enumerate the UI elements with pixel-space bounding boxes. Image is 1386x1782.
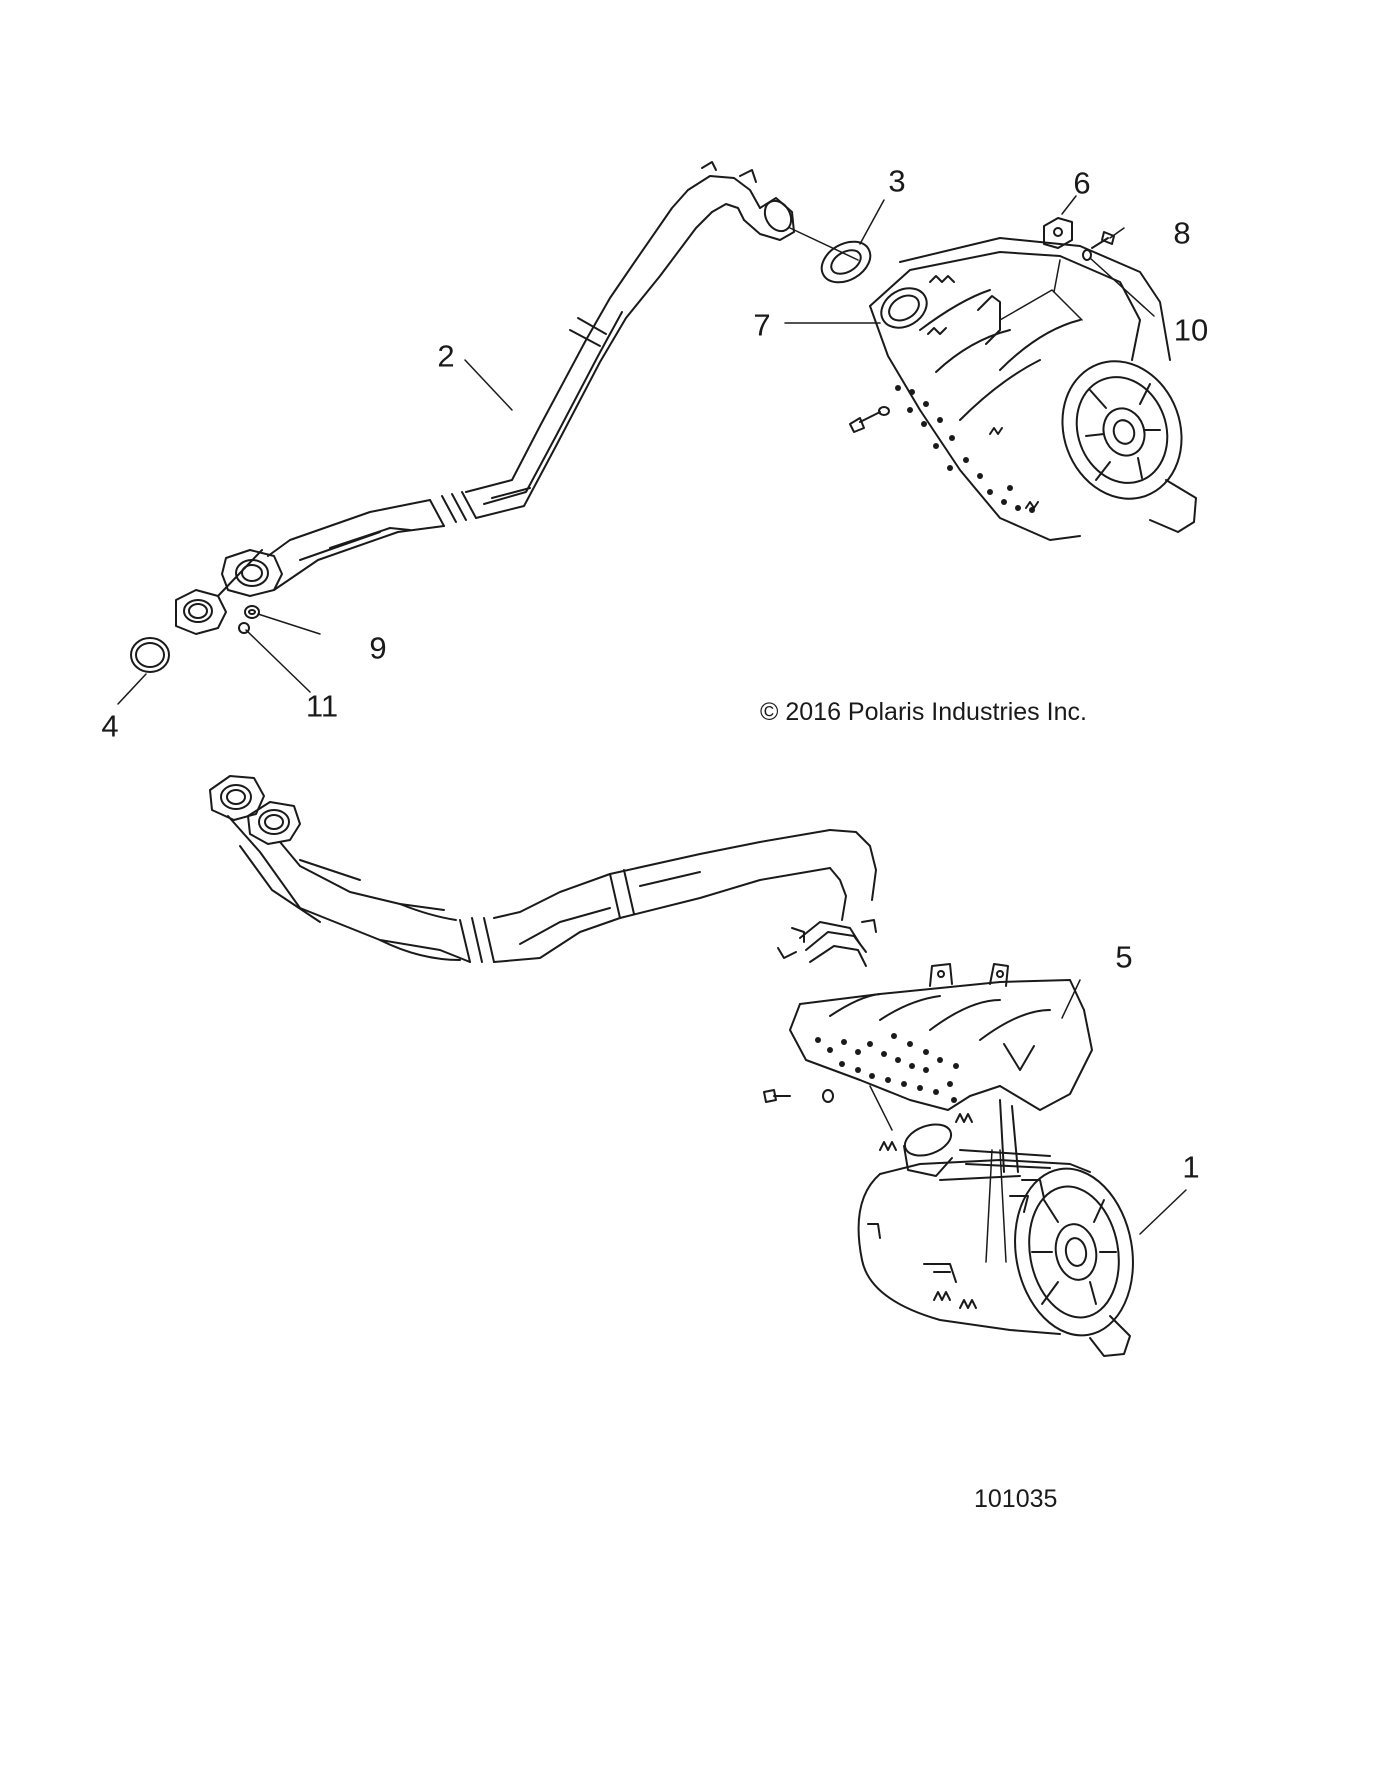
leader-lines-bottom <box>869 979 1187 1263</box>
callout-4: 4 <box>101 708 119 744</box>
muffler-bottom <box>857 1099 1134 1357</box>
nut-and-washer <box>238 605 260 634</box>
muffler-top <box>869 237 1197 541</box>
callout-9: 9 <box>369 630 387 666</box>
gasket-ring <box>820 240 872 284</box>
head-pipe-top <box>175 161 795 635</box>
callout-6: 6 <box>1073 165 1091 201</box>
callout-7: 7 <box>753 307 771 343</box>
callout-2: 2 <box>437 338 455 374</box>
shield-bolt <box>763 1089 834 1103</box>
copyright-notice: © 2016 Polaris Industries Inc. <box>760 698 1087 726</box>
head-pipe-bottom <box>209 775 877 967</box>
callout-1: 1 <box>1182 1149 1200 1185</box>
drawing-number: 101035 <box>974 1485 1058 1513</box>
callout-3: 3 <box>888 163 906 199</box>
top-exploded-assembly <box>117 161 1197 705</box>
bolts <box>849 231 1115 433</box>
callout-8: 8 <box>1173 215 1191 251</box>
callout-10: 10 <box>1173 312 1209 348</box>
heat-shield <box>789 963 1093 1111</box>
gasket-small <box>130 637 170 673</box>
rubber-mount <box>1043 217 1073 249</box>
callout-5: 5 <box>1115 939 1133 975</box>
callout-11: 11 <box>305 688 339 724</box>
leader-lines-top <box>117 195 1155 705</box>
bottom-assembly <box>209 775 1187 1357</box>
